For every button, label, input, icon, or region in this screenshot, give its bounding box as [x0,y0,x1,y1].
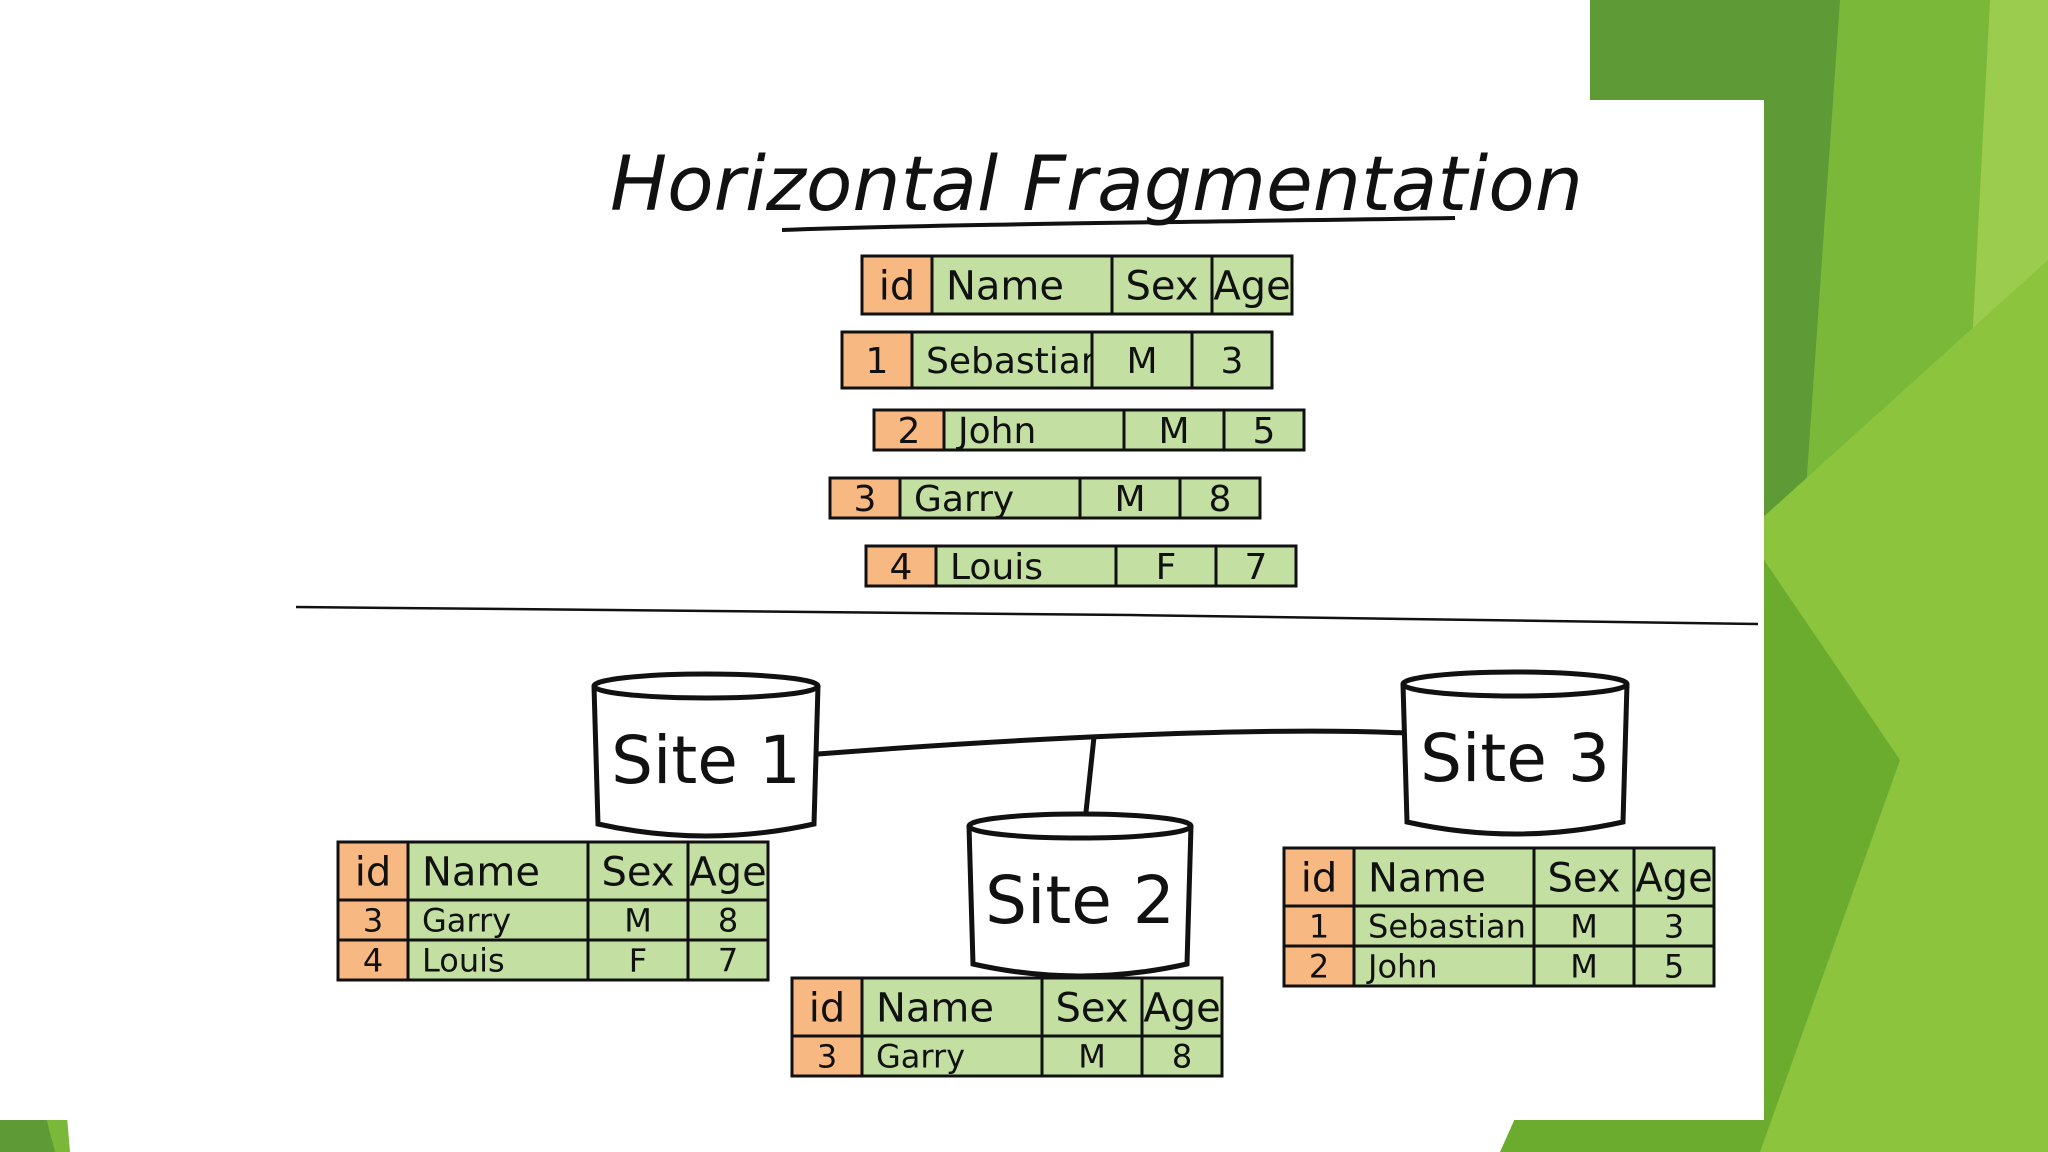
cell-text: Name [876,985,994,1031]
fragment-header-row: id Name Sex Age [792,978,1222,1036]
cell-text: Name [1368,855,1486,901]
cell-text: 8 [718,902,738,940]
cell-text: 2 [1309,948,1329,986]
table-row: 1 Sebastian M 3 [842,332,1272,388]
fragment-table: id Name Sex Age 3 Garry M 8 [792,978,1222,1076]
fragment-header-row: id Name Sex Age [1284,848,1714,906]
cell-text: id [809,985,846,1031]
fragment-row: 3 Garry M 8 [338,900,768,940]
cell-text: F [629,942,647,980]
cell-text: 3 [363,902,383,940]
fragment-row: 3 Garry M 8 [792,1036,1222,1076]
cell-text: 5 [1253,411,1276,452]
cell-text: John [956,411,1036,452]
cell-text: M [1570,908,1598,946]
cell-text: Name [422,849,540,895]
table-row: 2 John M 5 [874,410,1304,452]
cell-text: 7 [718,942,738,980]
cell-text: Sex [1126,263,1199,309]
cell-text: M [1570,948,1598,986]
cell-text: 4 [890,547,913,588]
cell-text: 7 [1245,547,1268,588]
cell-text: Sex [1056,985,1129,1031]
cell-text: Age [1143,985,1220,1031]
cell-text: 1 [866,341,889,382]
table-row: 4 Louis F 7 [866,546,1296,588]
cell-text: Sex [1548,855,1621,901]
cell-text: id [1301,855,1338,901]
fragment-row: 2 John M 5 [1284,946,1714,986]
cell-text: 8 [1172,1038,1192,1076]
cell-text: 5 [1664,948,1684,986]
cell-text: Louis [950,547,1043,588]
cell-text: 1 [1309,908,1329,946]
site-label: Site 2 [985,862,1175,939]
cell-text: Age [1213,263,1290,309]
cylinder-top [969,814,1191,838]
cell-text: 3 [817,1038,837,1076]
cell-text: Sex [602,849,675,895]
cell-text: M [1114,479,1145,520]
fragment-row: 1 Sebastian M 3 [1284,906,1714,946]
cell-text: 8 [1209,479,1232,520]
cell-text: 3 [1221,341,1244,382]
diagram-title: Horizontal Fragmentation [610,139,1583,228]
cell-text: 3 [1664,908,1684,946]
cell-text: id [355,849,392,895]
cell-text: Garry [876,1038,965,1076]
cell-text: 3 [854,479,877,520]
site-label: Site 1 [611,722,801,799]
cell-text: 2 [898,411,921,452]
cell-text: Louis [422,942,505,980]
cell-text: M [624,902,652,940]
cell-text: M [1126,341,1157,382]
cylinder-top [1403,672,1627,696]
cell-text: Age [689,849,766,895]
cylinder-top [594,674,818,698]
cell-text: F [1156,547,1177,588]
cell-text: Sebastian [1368,908,1526,946]
cell-text: John [1366,948,1438,986]
cell-text: Name [946,263,1064,309]
fragment-table: id Name Sex Age 3 Garry M 8 4 Louis F 7 [338,842,768,980]
cell-text: Age [1635,855,1712,901]
cell-text: Sebastian [926,341,1104,382]
fragment-row: 4 Louis F 7 [338,940,768,980]
cell-text: Garry [422,902,511,940]
table-row: 3 Garry M 8 [830,478,1260,520]
cell-text: M [1078,1038,1106,1076]
cell-text: 4 [363,942,383,980]
cell-text: Garry [914,479,1014,520]
cell-text: id [879,263,916,309]
cell-text: M [1158,411,1189,452]
table-header-row: id Name Sex Age [862,256,1292,314]
site-label: Site 3 [1420,720,1610,797]
fragment-header-row: id Name Sex Age [338,842,768,900]
